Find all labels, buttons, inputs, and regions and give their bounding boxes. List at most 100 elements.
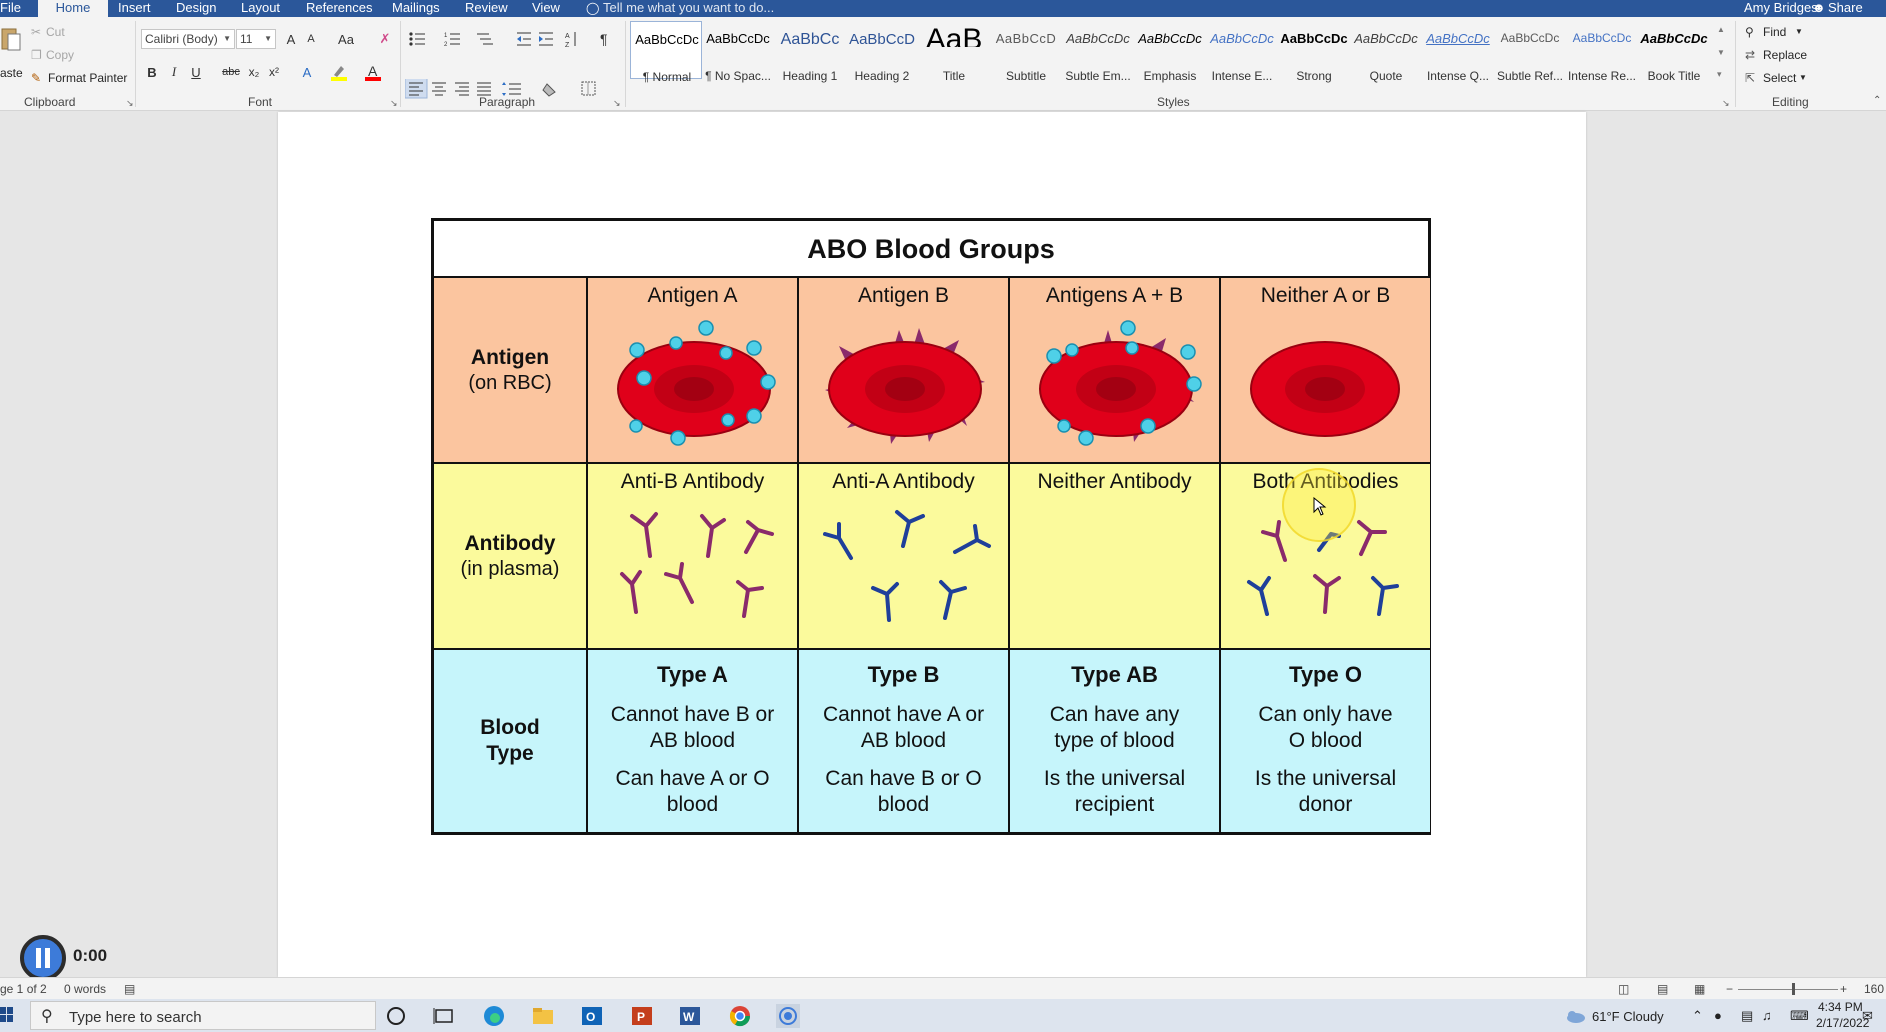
- select-button[interactable]: Select: [1763, 71, 1797, 85]
- chrome-icon[interactable]: [728, 1004, 752, 1028]
- zoom-slider[interactable]: [1738, 989, 1838, 990]
- multilevel-list-icon[interactable]: [477, 33, 493, 45]
- copy-button[interactable]: Copy: [46, 48, 75, 62]
- format-painter-button[interactable]: Format Painter: [48, 71, 128, 85]
- tab-view[interactable]: View: [532, 0, 560, 15]
- web-layout-icon[interactable]: ▦: [1694, 982, 1706, 996]
- gallery-down-icon[interactable]: ▼: [1717, 48, 1725, 57]
- chevron-up-icon[interactable]: ⌃: [1692, 1008, 1703, 1023]
- tab-design[interactable]: Design: [176, 0, 217, 15]
- windows-start-icon[interactable]: [0, 1007, 14, 1023]
- clear-formatting-icon[interactable]: ✗: [379, 31, 391, 46]
- clipboard-launcher-icon[interactable]: ↘: [126, 98, 134, 108]
- grow-font-button[interactable]: A: [286, 31, 296, 47]
- clock-time[interactable]: 4:34 PM: [1818, 1000, 1863, 1014]
- font-size-combo[interactable]: 11 ▼: [236, 29, 276, 49]
- gallery-up-icon[interactable]: ▲: [1717, 25, 1725, 34]
- zoom-out-icon[interactable]: −: [1726, 982, 1734, 996]
- font-launcher-icon[interactable]: ↘: [390, 98, 398, 108]
- superscript-button[interactable]: x²: [269, 65, 279, 79]
- zoom-slider-thumb[interactable]: [1792, 983, 1795, 995]
- font-name-combo[interactable]: Calibri (Body) ▼: [141, 29, 235, 49]
- highlight-icon[interactable]: [330, 62, 348, 82]
- align-left-icon[interactable]: [409, 82, 423, 96]
- borders-icon[interactable]: [581, 81, 596, 96]
- share-button[interactable]: Share: [1828, 0, 1863, 15]
- center-icon[interactable]: [432, 82, 446, 96]
- shading-icon[interactable]: [542, 83, 556, 97]
- read-mode-icon[interactable]: ◫: [1618, 982, 1630, 996]
- underline-button[interactable]: U: [191, 64, 201, 80]
- task-view-icon[interactable]: [432, 1004, 456, 1028]
- tab-mailings[interactable]: Mailings: [392, 0, 440, 15]
- zoom-in-icon[interactable]: +: [1840, 982, 1848, 996]
- font-color-button[interactable]: A: [364, 62, 382, 82]
- pause-button[interactable]: [20, 935, 66, 981]
- notifications-icon[interactable]: ✉: [1862, 1008, 1873, 1023]
- word-count[interactable]: 0 words: [64, 982, 107, 996]
- weather-text[interactable]: 61°F Cloudy: [1592, 1009, 1664, 1024]
- taskbar-search-box[interactable]: ⚲ Type here to search: [30, 1001, 376, 1030]
- powerpoint-icon[interactable]: P: [630, 1004, 654, 1028]
- shrink-font-button[interactable]: A: [307, 33, 315, 45]
- paste-button[interactable]: aste: [0, 21, 23, 91]
- file-explorer-icon[interactable]: [531, 1004, 555, 1028]
- edge-icon[interactable]: [482, 1004, 506, 1028]
- proofing-icon[interactable]: ▤: [124, 982, 136, 996]
- cortana-icon[interactable]: [384, 1004, 408, 1028]
- tab-references[interactable]: References: [306, 0, 373, 15]
- show-marks-icon[interactable]: ¶: [600, 31, 608, 47]
- numbering-icon[interactable]: 12: [444, 33, 460, 48]
- weather-cloud-icon[interactable]: [1564, 1008, 1586, 1024]
- page-count[interactable]: ge 1 of 2: [0, 982, 47, 996]
- align-right-icon[interactable]: [455, 82, 469, 96]
- bullets-icon[interactable]: [409, 32, 425, 46]
- gallery-more-icon[interactable]: ▾: [1717, 69, 1722, 79]
- screen-recorder-icon[interactable]: [776, 1004, 800, 1028]
- increase-indent-icon[interactable]: [539, 32, 553, 46]
- replace-button[interactable]: Replace: [1763, 48, 1808, 62]
- zoom-level[interactable]: 160: [1864, 982, 1885, 996]
- subscript-button[interactable]: x₂: [248, 65, 260, 79]
- sort-icon[interactable]: AZ: [565, 32, 576, 49]
- strikethrough-button[interactable]: abc: [222, 66, 240, 78]
- word-icon[interactable]: W: [678, 1004, 702, 1028]
- styles-launcher-icon[interactable]: ↘: [1722, 98, 1730, 108]
- text-effects-icon[interactable]: A: [302, 64, 312, 80]
- clock-date[interactable]: 2/17/2022: [1816, 1016, 1870, 1030]
- tell-me-search[interactable]: Tell me what you want to do...: [603, 0, 775, 15]
- justify-icon[interactable]: [477, 82, 491, 96]
- user-account-name[interactable]: Amy Bridges: [1744, 0, 1818, 15]
- network-icon[interactable]: ▤: [1741, 1008, 1754, 1023]
- line-spacing-icon[interactable]: [502, 82, 521, 96]
- tab-layout[interactable]: Layout: [241, 0, 281, 15]
- style-no-spac[interactable]: AaBbCcDc¶ No Spac...: [702, 21, 774, 83]
- tab-insert[interactable]: Insert: [118, 0, 151, 15]
- find-button[interactable]: Find: [1763, 25, 1787, 39]
- tab-file[interactable]: File: [0, 0, 21, 15]
- decrease-indent-icon[interactable]: [517, 32, 531, 46]
- cut-button[interactable]: Cut: [46, 25, 65, 39]
- volume-icon[interactable]: ♫: [1762, 1008, 1772, 1023]
- paragraph-launcher-icon[interactable]: ↘: [613, 98, 621, 108]
- outlook-icon[interactable]: O: [580, 1004, 604, 1028]
- tab-home[interactable]: Home: [38, 0, 108, 17]
- tab-review[interactable]: Review: [465, 0, 508, 15]
- collapse-ribbon-icon[interactable]: ⌃: [1873, 95, 1882, 106]
- italic-button[interactable]: I: [171, 64, 177, 79]
- print-layout-icon[interactable]: ▤: [1657, 982, 1669, 996]
- language-icon[interactable]: ⌨: [1790, 1008, 1809, 1023]
- bold-button[interactable]: B: [147, 64, 157, 80]
